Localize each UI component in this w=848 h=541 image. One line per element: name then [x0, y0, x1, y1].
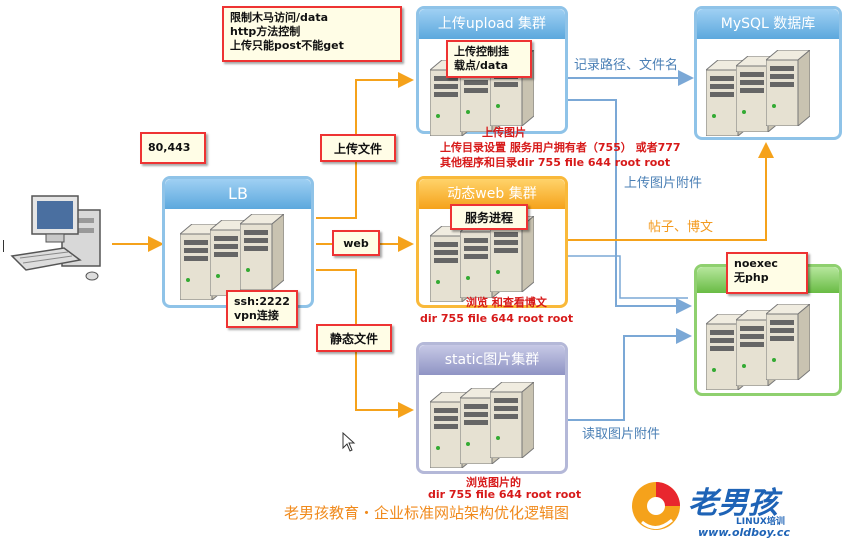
upload-dir-text: 上传目录设置 服务用户拥有者（755） 或者777	[440, 141, 681, 154]
upload-security-note: 限制木马访问/data http方法控制 上传只能post不能get	[222, 6, 402, 62]
upload-attachment-label: 上传图片附件	[624, 176, 703, 191]
upload-security-line2: http方法控制	[230, 25, 301, 38]
footer-title: 老男孩教育・企业标准网站架构优化逻辑图	[284, 504, 570, 522]
noexec-note-line1: noexec	[734, 257, 778, 270]
edge-web-storage	[568, 255, 688, 299]
upload-image-text: 上传图片	[482, 126, 526, 139]
read-attachment-label: 读取图片附件	[582, 427, 661, 442]
web-label: web	[332, 230, 380, 256]
web-perm-text: dir 755 file 644 root root	[420, 312, 574, 325]
static-file-label: 静态文件	[316, 324, 392, 352]
oldboy-logo-icon	[632, 482, 680, 530]
posts-label: 帖子、博文	[648, 220, 714, 235]
other-dir-text: 其他程序和目录dir 755 file 644 root root	[440, 156, 671, 169]
mouse-cursor-icon	[342, 432, 356, 452]
ssh-note-line2: vpn连接	[234, 309, 279, 322]
ssh-note: ssh:2222 vpn连接	[226, 290, 298, 328]
brand-logo: 老男孩 LINUX培训 www.oldboy.cc	[628, 476, 844, 540]
logo-url: www.oldboy.cc	[698, 526, 790, 539]
noexec-note: noexec 无php	[726, 252, 808, 294]
upload-file-label: 上传文件	[320, 134, 396, 162]
lb-cluster-title: LB	[165, 179, 311, 209]
browse-blog-text: 浏览 和查看博文	[466, 296, 547, 309]
ssh-note-line1: ssh:2222	[234, 295, 290, 308]
mount-note: 上传控制挂 载点/data	[446, 40, 532, 78]
static-perm-text: dir 755 file 644 root root	[428, 488, 582, 501]
logo-sub: LINUX培训	[736, 517, 785, 527]
upload-security-line3: 上传只能post不能get	[230, 39, 344, 52]
mount-note-line2: 载点/data	[454, 59, 508, 72]
logo-text: 老男孩	[688, 486, 778, 521]
text-cursor	[3, 240, 4, 252]
static-cluster-title: static图片集群	[419, 345, 565, 375]
service-process-note: 服务进程	[450, 204, 528, 230]
upload-cluster-title: 上传upload 集群	[419, 9, 565, 39]
noexec-note-line2: 无php	[734, 271, 769, 284]
ports-note: 80,443	[140, 132, 206, 164]
record-path-label: 记录路径、文件名	[574, 58, 679, 73]
client-computer	[6, 190, 110, 290]
computer-icon	[10, 195, 101, 281]
mount-note-line1: 上传控制挂	[454, 45, 509, 58]
mysql-cluster-title: MySQL 数据库	[697, 9, 839, 39]
upload-security-line1: 限制木马访问/data	[230, 11, 328, 24]
edge-upload-storage	[568, 99, 692, 314]
edge-web-mysql	[568, 142, 774, 241]
browse-image-text: 浏览图片的	[466, 476, 521, 489]
edge-static-storage	[568, 328, 692, 421]
